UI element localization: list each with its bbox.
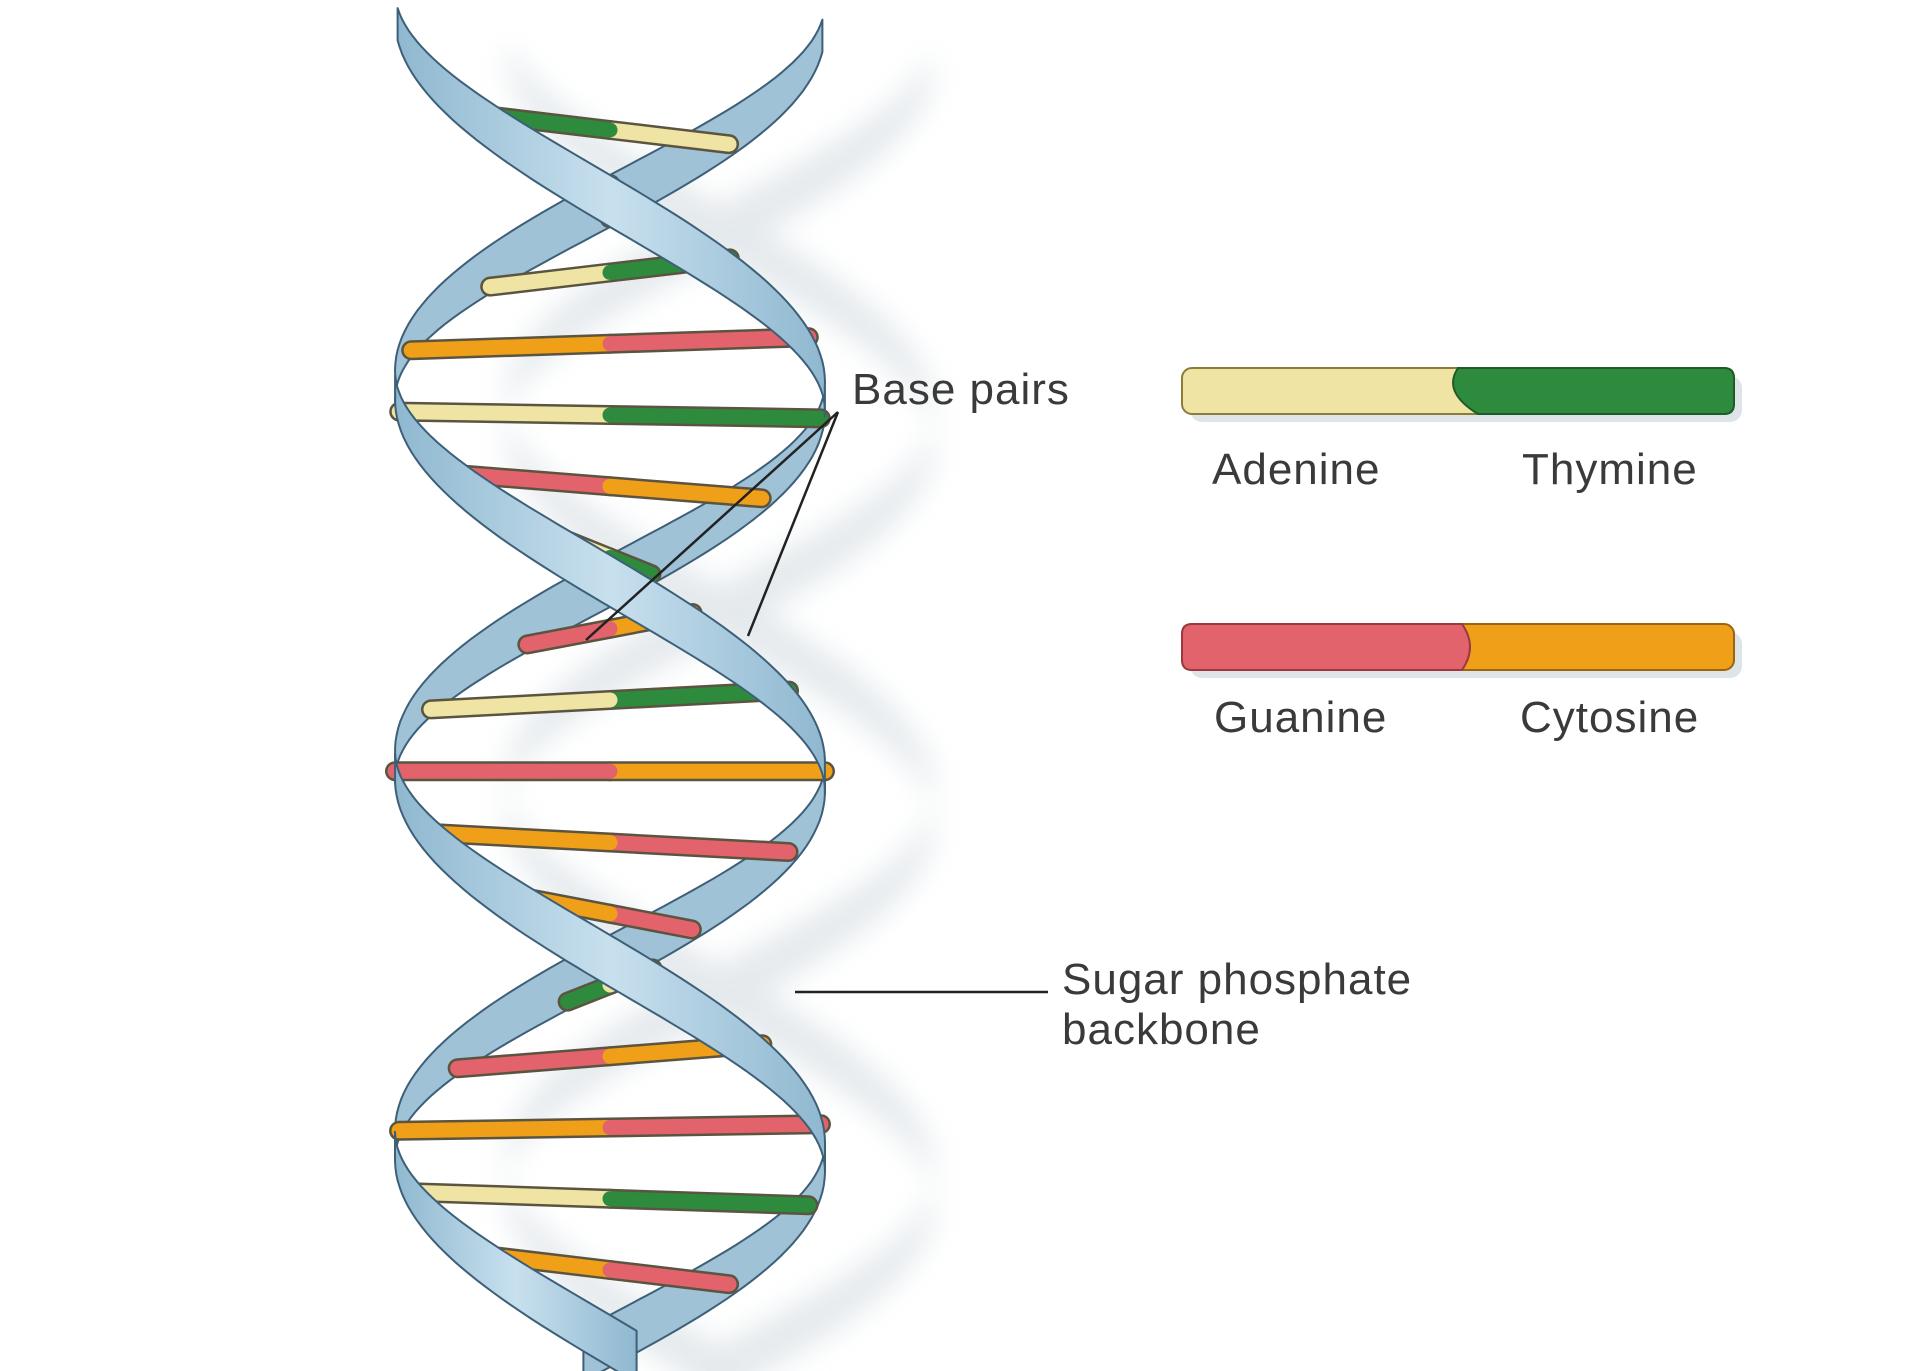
- nucleobase-cytosine: [391, 1120, 618, 1139]
- nucleobase-thymine: [602, 407, 829, 426]
- strand-2-segment: [394, 752, 826, 1174]
- legend-thymine-swatch: [1452, 367, 1735, 415]
- base-pairs-leader-line-2: [746, 411, 840, 637]
- nucleobase-guanine: [602, 835, 797, 860]
- legend-thymine-label: Thymine: [1522, 445, 1698, 494]
- nucleobase-thymine: [560, 977, 618, 1010]
- strand-2-segment: [396, 7, 826, 418]
- legend-adenine-thymine: Adenine Thymine: [1181, 367, 1742, 494]
- backbone-label-line-2: backbone: [1062, 1005, 1261, 1054]
- base-pair: [421, 823, 799, 862]
- base-pair: [401, 1182, 819, 1216]
- helix-shadow-segment: [505, 783, 935, 1203]
- base-pairs-leader-line-1: [585, 411, 839, 641]
- legend-guanine-swatch: [1181, 623, 1471, 671]
- base-pair: [420, 680, 800, 720]
- helix-shadow-segment: [693, 1173, 935, 1371]
- nucleobase-guanine: [602, 329, 817, 352]
- legend-guanine-label: Guanine: [1214, 693, 1387, 742]
- nucleobase-adenine: [404, 1184, 618, 1207]
- strand-1-segment: [394, 374, 826, 796]
- nucleobase-guanine: [602, 1116, 829, 1135]
- helix-shadow-segment: [505, 417, 935, 813]
- backbone-callout: Sugar phosphate backbone: [795, 955, 1412, 1054]
- legend: Adenine Thymine Guanine Cytosine: [1181, 367, 1742, 742]
- legend-cytosine-label: Cytosine: [1520, 693, 1699, 742]
- sugar-phosphate-backbone-front: [394, 7, 826, 1371]
- base-pairs-label: Base pairs: [852, 365, 1070, 414]
- nucleobase-guanine: [450, 1048, 618, 1076]
- base-pair: [401, 327, 819, 361]
- base-pair: [448, 464, 772, 509]
- base-pair: [389, 1114, 831, 1141]
- legend-guanine-cytosine: Guanine Cytosine: [1181, 623, 1742, 742]
- nucleobase-guanine: [602, 1262, 737, 1292]
- nucleobase-cytosine: [403, 336, 618, 358]
- nucleobase-guanine: [450, 466, 618, 494]
- base-pairs-callout: Base pairs: [585, 365, 1070, 641]
- backbone-label-line-1: Sugar phosphate: [1062, 955, 1412, 1004]
- nucleobase-adenine: [391, 404, 618, 423]
- nucleobase-cytosine: [602, 478, 770, 506]
- base-pair: [389, 401, 831, 429]
- nucleobase-adenine: [423, 692, 618, 717]
- helix-shadow-segment: [507, 38, 935, 447]
- strand-1-segment: [394, 1130, 638, 1371]
- nucleobase-cytosine: [423, 825, 618, 850]
- nucleobase-guanine: [602, 906, 700, 937]
- nucleobase-adenine: [482, 265, 618, 295]
- nucleobase-thymine: [602, 1191, 816, 1213]
- nucleobase-adenine: [602, 122, 737, 152]
- base-pairs: [385, 105, 835, 1295]
- legend-adenine-label: Adenine: [1212, 445, 1380, 494]
